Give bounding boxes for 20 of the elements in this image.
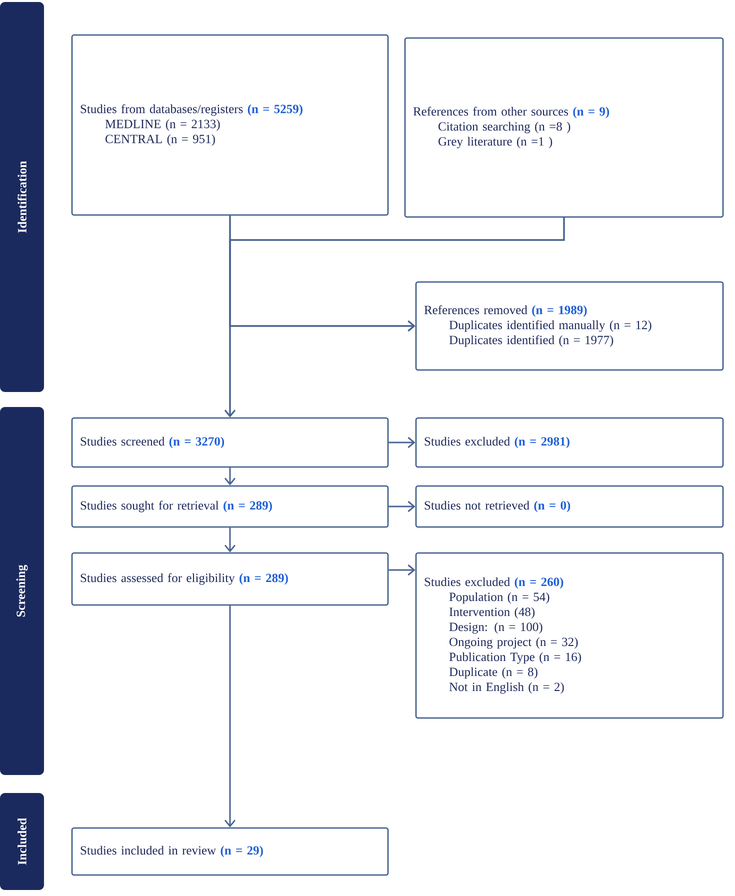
arrow bbox=[224, 606, 236, 828]
process-box: Studies sought for retrieval (n = 289) bbox=[71, 485, 389, 528]
process-box: Studies not retrieved (n = 0) bbox=[415, 485, 724, 528]
process-box: Studies assessed for eligibility (n = 289) bbox=[71, 552, 389, 606]
arrow bbox=[388, 564, 416, 576]
process-box: Studies from databases/registers (n = 5259) MEDLINE (n = 2133) CENTRAL (n = 951) bbox=[71, 34, 389, 216]
process-box: References removed (n = 1989) Duplicates identified manually (n = 12) Duplicates identified (n = 1977) bbox=[415, 281, 724, 371]
arrow bbox=[388, 500, 416, 512]
process-box: Studies excluded (n = 2981) bbox=[415, 417, 724, 468]
process-box: Studies included in review (n = 29) bbox=[71, 827, 389, 876]
phase-band: Included bbox=[0, 793, 44, 890]
arrow bbox=[224, 468, 236, 486]
arrow bbox=[388, 436, 416, 448]
process-box: Studies screened (n = 3270) bbox=[71, 417, 389, 468]
process-box: References from other sources (n = 9) Citation searching (n =8 ) Grey literature (n =1 ) bbox=[404, 37, 724, 218]
phase-band: Screening bbox=[0, 407, 44, 775]
process-box: Studies excluded (n = 260) Population (n = 54) Intervention (48) Design: (n = 100) Ongoing project (n = 32) Publication Type (n = 16) Duplicate (n = 8) Not in English (n = 2) bbox=[415, 552, 724, 719]
arrow bbox=[224, 528, 236, 552]
phase-band: Identification bbox=[0, 2, 44, 392]
arrow bbox=[229, 218, 565, 332]
